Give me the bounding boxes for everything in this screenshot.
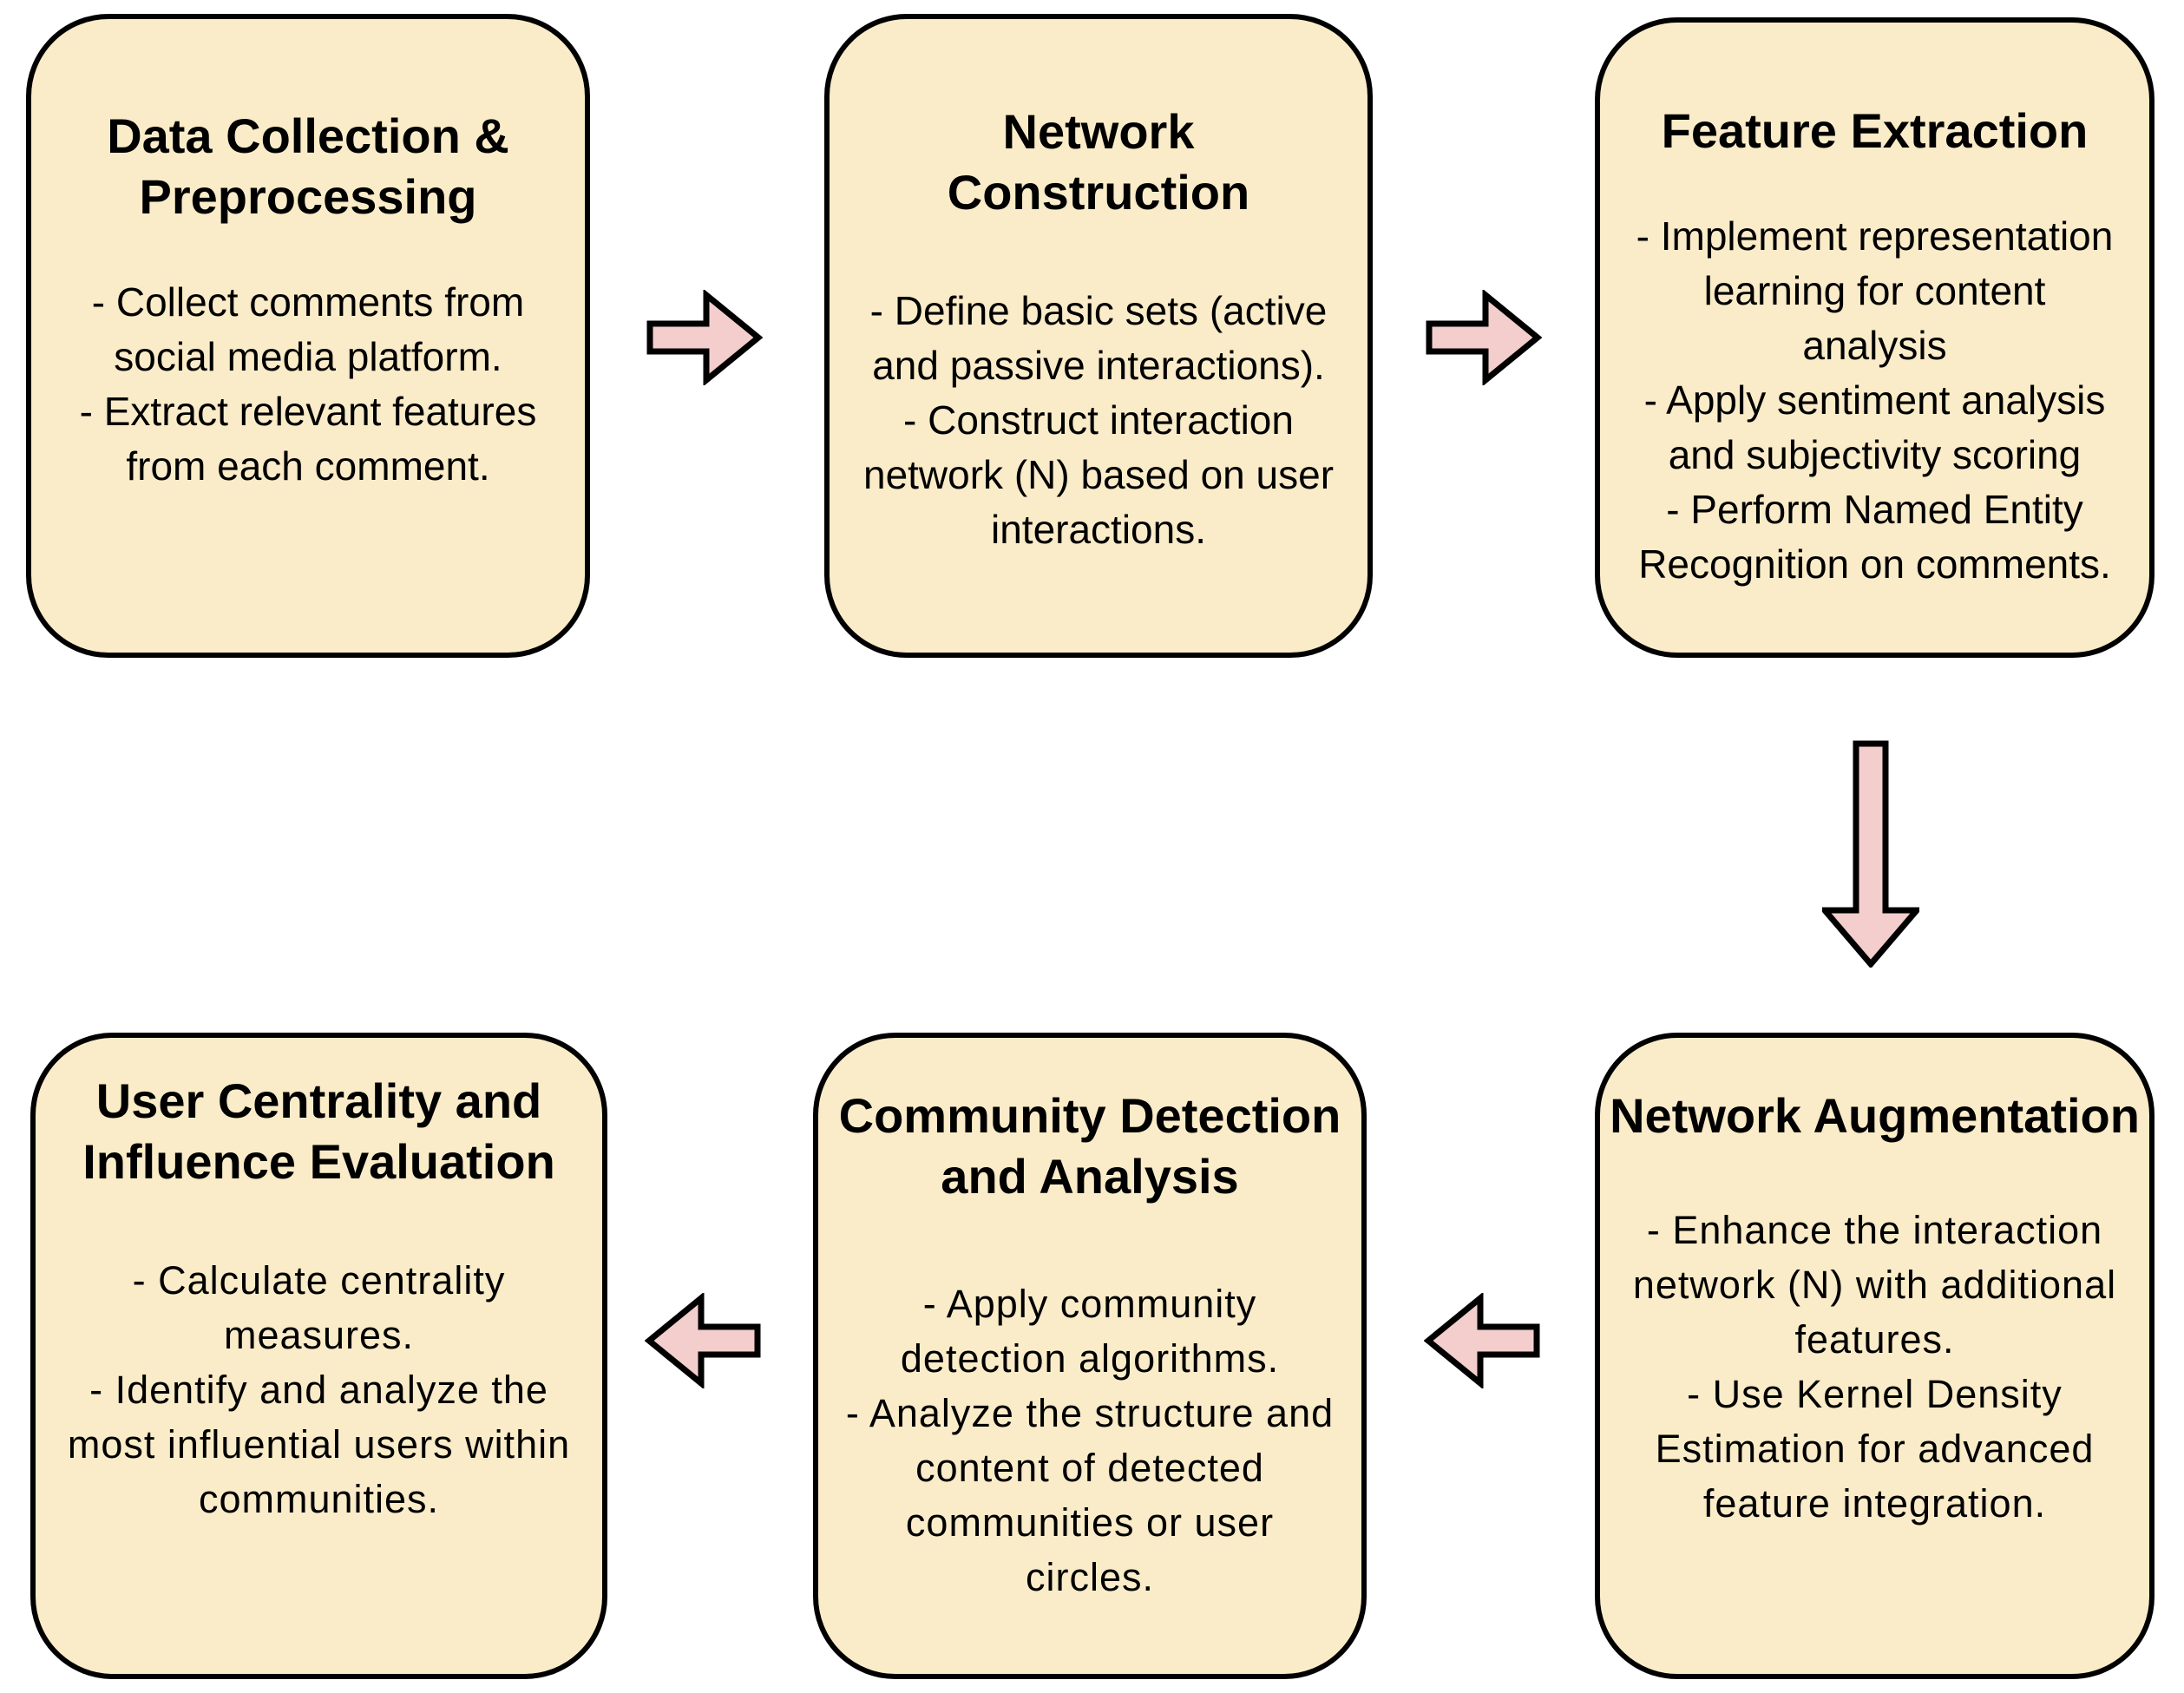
- right-arrow-shape: [646, 290, 763, 385]
- box-title: Data Collection & Preprocessing: [107, 108, 509, 224]
- box-body: - Implement representation learning for …: [1636, 213, 2114, 587]
- flow-box-network-construction: Network Construction - Define basic sets…: [824, 14, 1373, 658]
- box-title: Network Augmentation: [1610, 1088, 2140, 1143]
- box-title: Feature Extraction: [1661, 103, 2089, 158]
- right-arrow-shape: [1426, 290, 1542, 385]
- down-arrow-icon: [1822, 740, 1919, 968]
- flow-box-data-collection-preprocessing: Data Collection & Preprocessing - Collec…: [26, 14, 590, 658]
- right-arrow-icon-2: [1426, 290, 1542, 385]
- left-arrow-shape: [645, 1293, 761, 1388]
- left-arrow-icon-2: [645, 1293, 761, 1388]
- left-arrow-shape: [1424, 1293, 1540, 1388]
- box-title: Network Construction: [947, 104, 1250, 220]
- down-arrow-shape: [1822, 740, 1919, 968]
- box-title: Community Detection and Analysis: [838, 1088, 1341, 1204]
- flow-box-feature-extraction: Feature Extraction - Implement represent…: [1595, 17, 2154, 658]
- left-arrow-icon-1: [1424, 1293, 1540, 1388]
- box-body: - Enhance the interaction network (N) wi…: [1632, 1208, 2117, 1526]
- flow-box-community-detection-analysis: Community Detection and Analysis - Apply…: [813, 1033, 1367, 1679]
- box-body: - Apply community detection algorithms. …: [845, 1282, 1335, 1599]
- box-body: - Define basic sets (active and passive …: [862, 288, 1335, 552]
- box-body: - Calculate centrality measures. - Ident…: [67, 1258, 571, 1521]
- right-arrow-icon-1: [646, 290, 763, 385]
- box-body: - Collect comments from social media pla…: [79, 279, 537, 489]
- flow-box-user-centrality-influence-evaluation: User Centrality and Influence Evaluation…: [30, 1033, 607, 1679]
- flow-box-network-augmentation: Network Augmentation - Enhance the inter…: [1595, 1033, 2154, 1679]
- box-title: User Centrality and Influence Evaluation: [82, 1073, 555, 1189]
